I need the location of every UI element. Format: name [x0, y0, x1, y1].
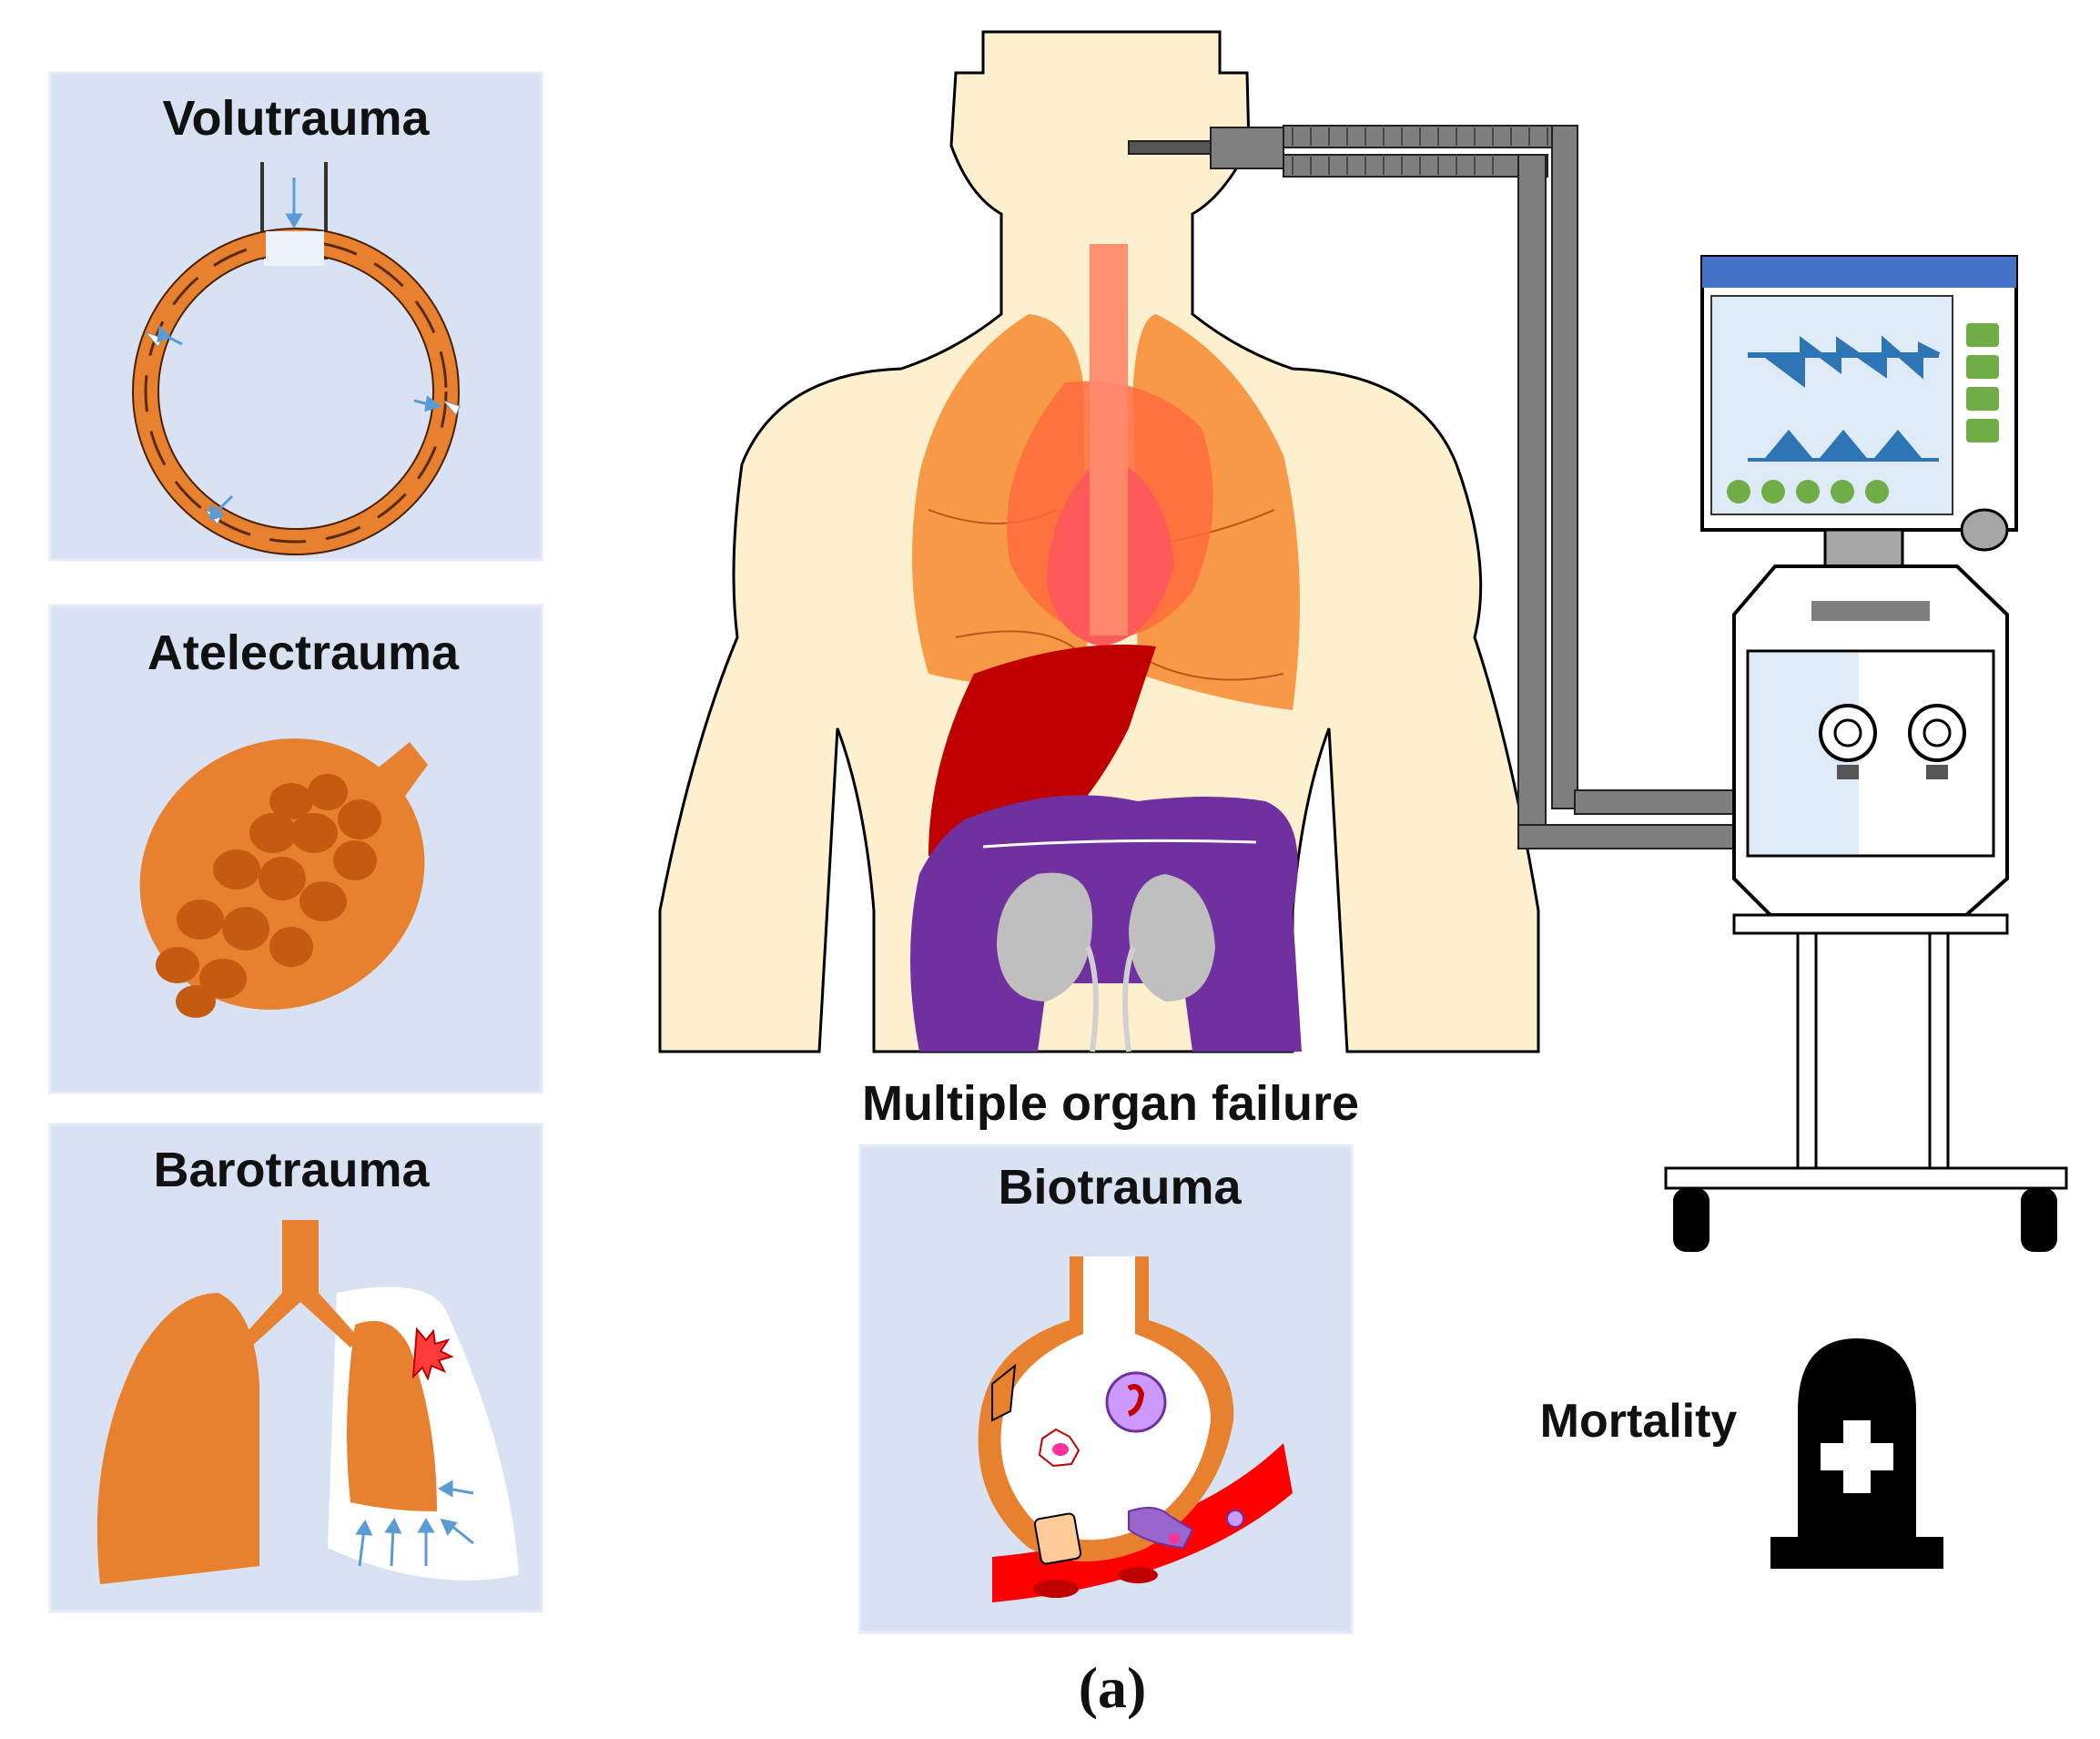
mortality-label: Mortality	[1540, 1395, 1738, 1448]
barotrauma-title: Barotrauma	[153, 1143, 430, 1197]
flow-waveform	[1748, 429, 1939, 462]
biotrauma-panel: Biotrauma	[858, 1144, 1354, 1634]
biotrauma-title: Biotrauma	[998, 1160, 1242, 1215]
multiple-organ-failure-label: Multiple organ failure	[862, 1076, 1359, 1131]
pressure-arrows	[355, 1480, 474, 1567]
figure-caption: (a)	[1079, 1655, 1147, 1720]
ventilator-machine-icon	[1128, 125, 2068, 1252]
neutrophil-cell	[1105, 1371, 1167, 1433]
left-lung	[96, 1293, 260, 1584]
blood-vessel	[992, 1443, 1293, 1602]
volutrauma-title: Volutrauma	[162, 91, 430, 146]
atelectrauma-panel: Atelectrauma	[48, 604, 543, 1094]
tombstone-cross-icon	[1770, 1338, 1943, 1569]
airflow-arrows	[157, 178, 442, 522]
volutrauma-panel: Volutrauma	[48, 71, 543, 562]
rupture-burst-icon	[411, 1327, 454, 1381]
indicator-buttons	[1727, 323, 1999, 503]
atelectrauma-title: Atelectrauma	[147, 625, 460, 680]
barotrauma-panel: Barotrauma	[48, 1123, 543, 1613]
human-body-icon	[658, 30, 1540, 1053]
liver	[928, 645, 1156, 859]
ventilator-screen	[1710, 295, 1953, 515]
intestine	[910, 795, 1302, 1052]
kidney-right	[1129, 874, 1215, 1002]
kidney-left	[997, 872, 1092, 1002]
pressure-waveform	[1748, 335, 1941, 388]
epithelial-cell	[1033, 1512, 1082, 1565]
